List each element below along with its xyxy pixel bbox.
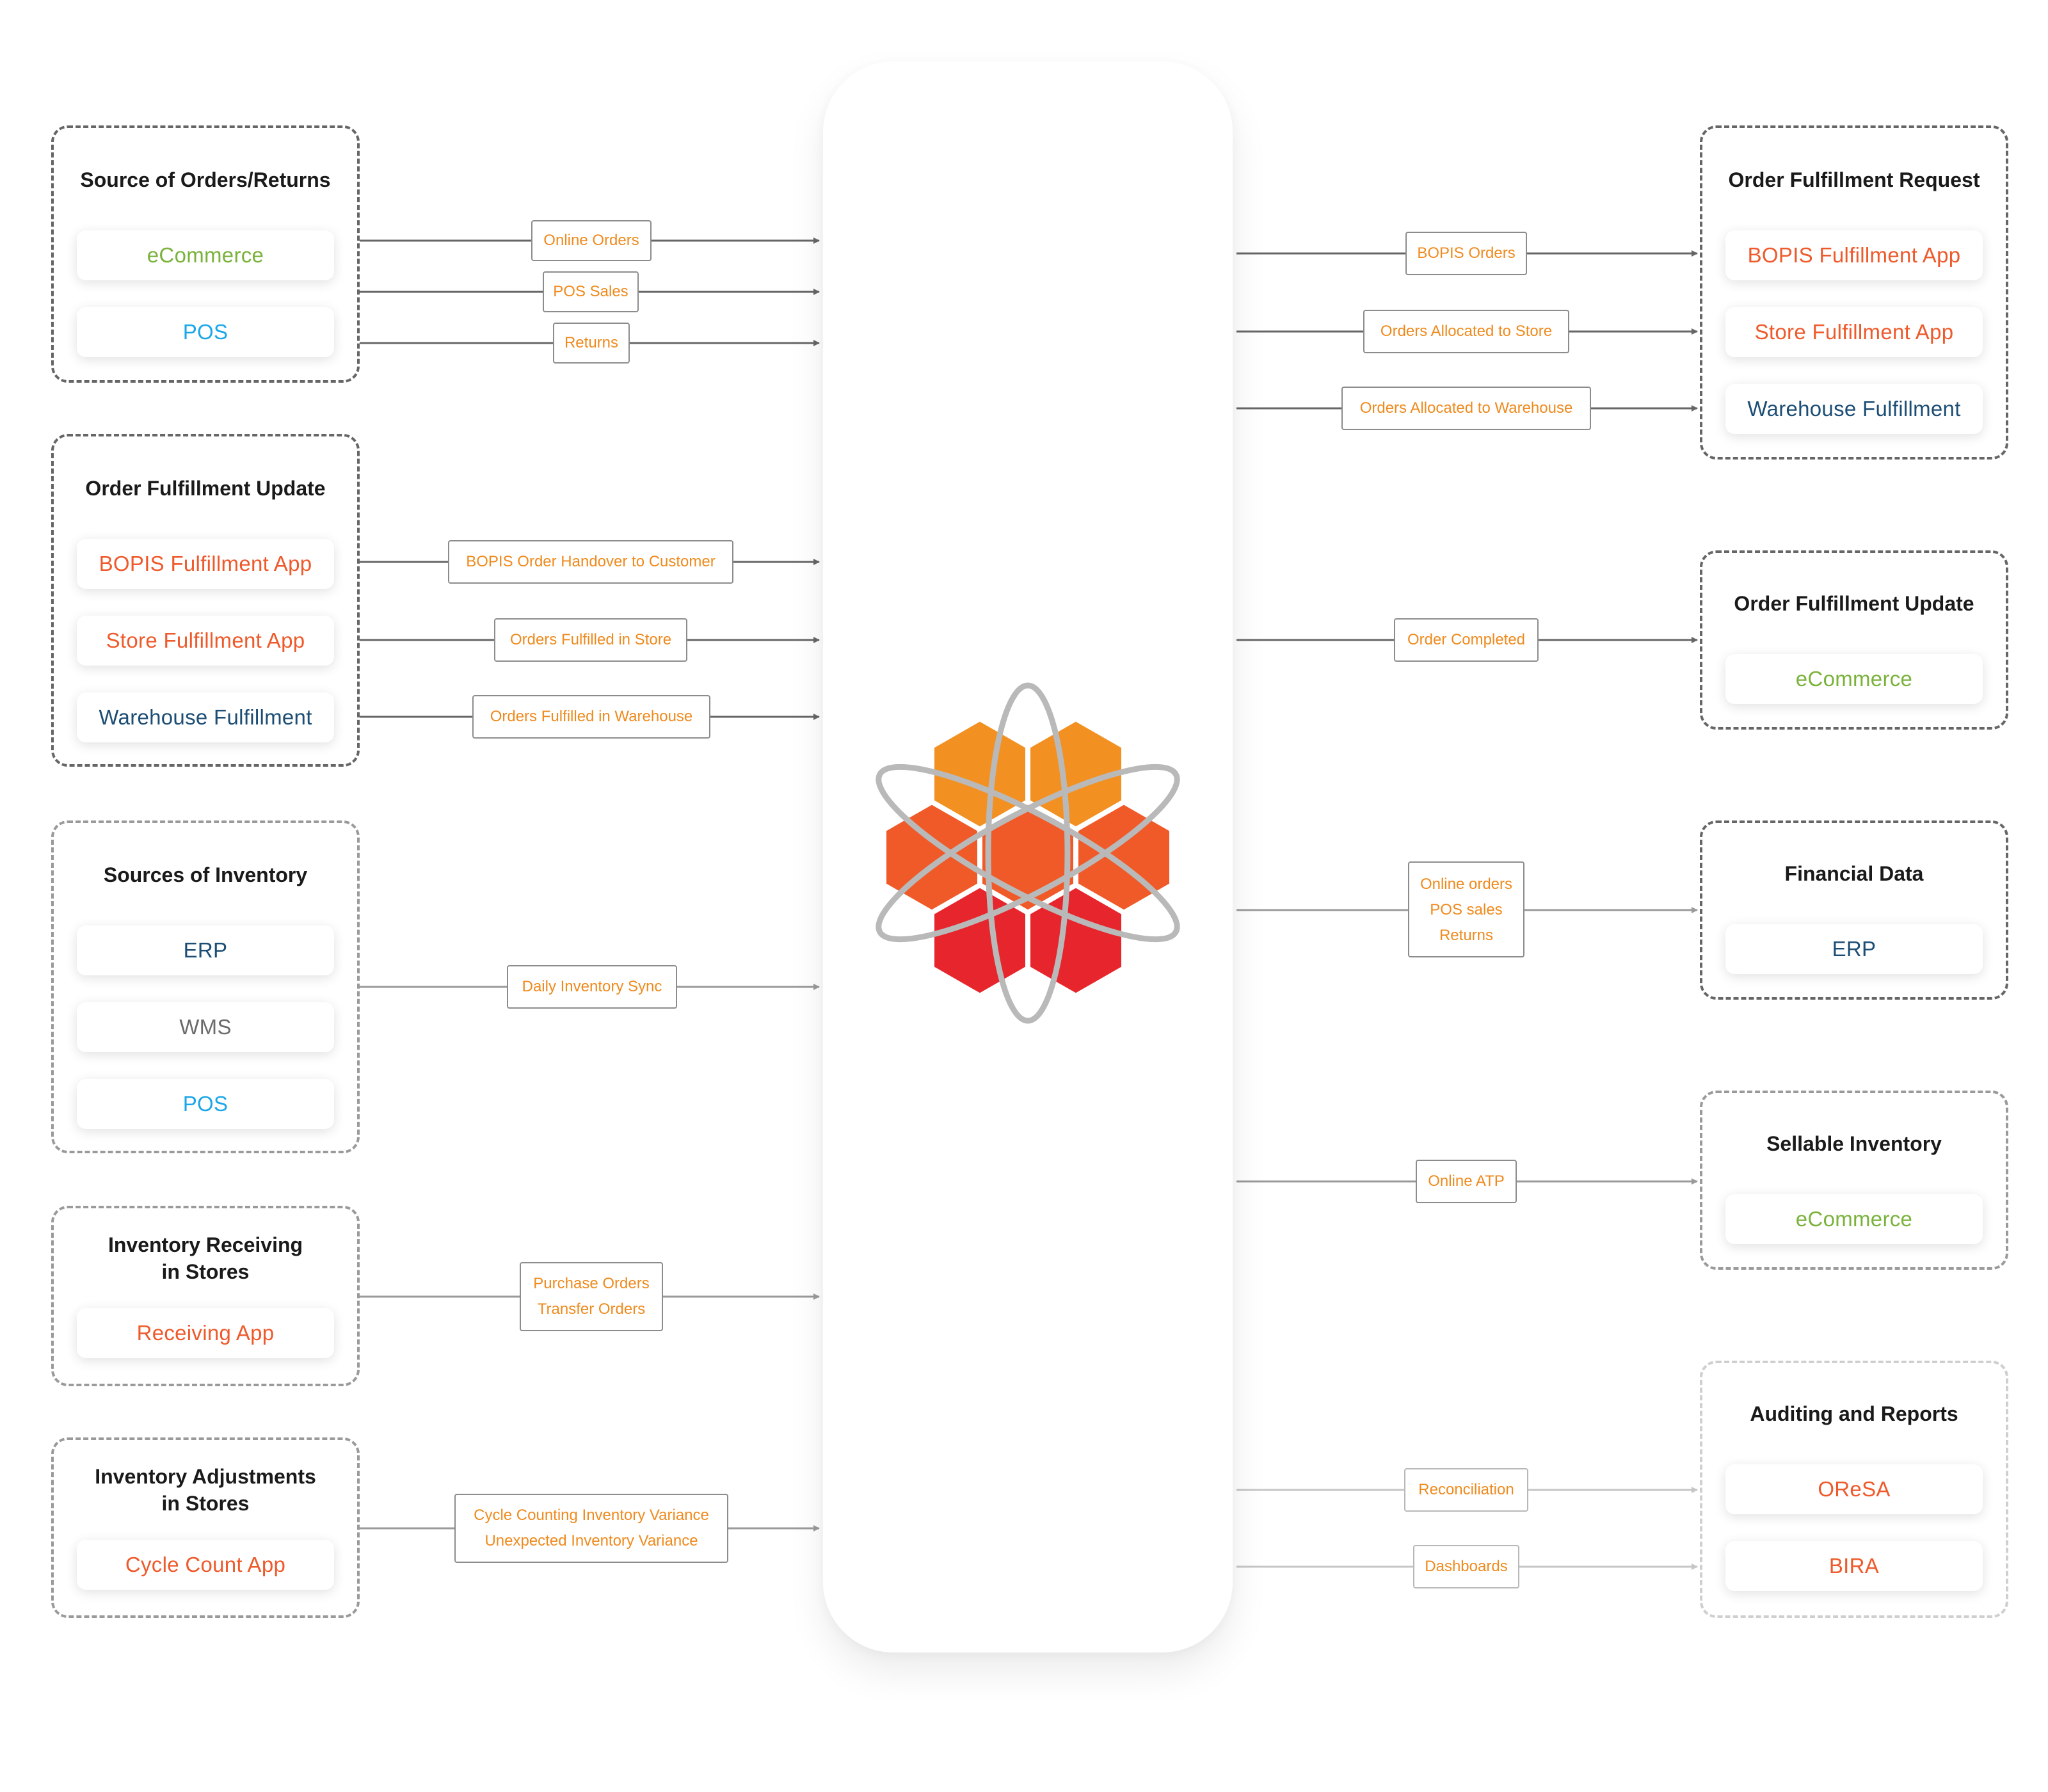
chip-bira[interactable]: BIRA bbox=[1725, 1541, 1983, 1591]
edge-label-line: BOPIS Orders bbox=[1417, 244, 1516, 262]
group-title: Inventory Adjustments in Stores bbox=[54, 1463, 357, 1517]
group-order-fulfillment-update-left: Order Fulfillment Update BOPIS Fulfillme… bbox=[51, 434, 360, 767]
hotwax-logo-icon bbox=[876, 682, 1180, 1024]
group-inventory-receiving: Inventory Receiving in Stores Receiving … bbox=[51, 1206, 360, 1386]
chip-wms[interactable]: WMS bbox=[77, 1002, 334, 1052]
edge-label-line: Orders Fulfilled in Store bbox=[509, 631, 672, 648]
chip-receiving-app[interactable]: Receiving App bbox=[77, 1308, 334, 1358]
edge-label-inventory-variance: Cycle Counting Inventory Variance Unexpe… bbox=[454, 1494, 728, 1563]
edge-label-line: Returns bbox=[564, 334, 619, 351]
chip-bopis-fulfillment-app[interactable]: BOPIS Fulfillment App bbox=[77, 539, 334, 589]
chip-pos[interactable]: POS bbox=[77, 307, 334, 357]
group-source-of-orders: Source of Orders/Returns eCommerce POS bbox=[51, 125, 360, 383]
edge-label-line: Orders Fulfilled in Warehouse bbox=[490, 708, 693, 725]
edge-label-line: Online ATP bbox=[1428, 1172, 1505, 1190]
edge-label-allocated-warehouse: Orders Allocated to Warehouse bbox=[1341, 387, 1591, 430]
group-title: Sources of Inventory bbox=[103, 863, 308, 886]
group-title-line: in Stores bbox=[161, 1260, 250, 1283]
group-title: Auditing and Reports bbox=[1750, 1402, 1958, 1425]
chip-store-fulfillment-app[interactable]: Store Fulfillment App bbox=[1725, 307, 1983, 357]
edge-label-line: POS sales bbox=[1430, 901, 1503, 918]
group-financial-data: Financial Data ERP bbox=[1700, 820, 2008, 1000]
orbit-tilted-b bbox=[876, 764, 1180, 943]
edge-label-line: Orders Allocated to Warehouse bbox=[1359, 399, 1573, 417]
edge-label-bopis-orders: BOPIS Orders bbox=[1405, 232, 1527, 275]
group-title: Order Fulfillment Request bbox=[1728, 168, 1980, 191]
group-title: Inventory Receiving in Stores bbox=[54, 1231, 357, 1285]
group-inventory-adjustments: Inventory Adjustments in Stores Cycle Co… bbox=[51, 1437, 360, 1618]
chip-ecommerce[interactable]: eCommerce bbox=[1725, 1194, 1983, 1244]
chip-cycle-count-app[interactable]: Cycle Count App bbox=[77, 1540, 334, 1590]
chip-warehouse-fulfillment[interactable]: Warehouse Fulfillment bbox=[1725, 384, 1983, 434]
group-order-fulfillment-request: Order Fulfillment Request BOPIS Fulfillm… bbox=[1700, 125, 2008, 460]
group-title: Financial Data bbox=[1784, 862, 1924, 885]
group-title: Order Fulfillment Update bbox=[85, 477, 326, 500]
group-title-line: Inventory Receiving bbox=[108, 1233, 303, 1256]
edge-label-line: Unexpected Inventory Variance bbox=[484, 1532, 698, 1549]
chip-oresa[interactable]: OReSA bbox=[1725, 1464, 1983, 1514]
chip-pos[interactable]: POS bbox=[77, 1079, 334, 1129]
edge-label-fulfilled-store: Orders Fulfilled in Store bbox=[494, 618, 687, 662]
chip-store-fulfillment-app[interactable]: Store Fulfillment App bbox=[77, 616, 334, 666]
hex-bottom-right bbox=[1025, 883, 1126, 998]
chip-warehouse-fulfillment[interactable]: Warehouse Fulfillment bbox=[77, 692, 334, 742]
edge-label-online-atp: Online ATP bbox=[1416, 1160, 1517, 1203]
group-title-line: in Stores bbox=[161, 1492, 250, 1515]
chip-erp[interactable]: ERP bbox=[77, 925, 334, 975]
edge-label-purchase-transfer: Purchase Orders Transfer Orders bbox=[520, 1262, 663, 1331]
chip-bopis-fulfillment-app[interactable]: BOPIS Fulfillment App bbox=[1725, 230, 1983, 280]
edge-label-line: Cycle Counting Inventory Variance bbox=[474, 1507, 709, 1524]
chip-erp[interactable]: ERP bbox=[1725, 924, 1983, 974]
chip-ecommerce[interactable]: eCommerce bbox=[77, 230, 334, 280]
edge-label-line: BOPIS Order Handover to Customer bbox=[466, 553, 716, 570]
edge-label-line: Purchase Orders bbox=[533, 1275, 650, 1292]
edge-label-line: Dashboards bbox=[1425, 1558, 1508, 1575]
edge-label-fulfilled-warehouse: Orders Fulfilled in Warehouse bbox=[472, 695, 710, 739]
edge-label-reconciliation: Reconciliation bbox=[1404, 1468, 1528, 1512]
edge-label-line: Reconciliation bbox=[1418, 1481, 1514, 1498]
edge-label-line: Online Orders bbox=[543, 232, 639, 249]
edge-label-allocated-store: Orders Allocated to Store bbox=[1363, 310, 1569, 353]
edge-label-inventory-sync: Daily Inventory Sync bbox=[507, 965, 677, 1009]
edge-label-returns: Returns bbox=[553, 323, 630, 364]
edge-label-line: Order Completed bbox=[1407, 631, 1526, 648]
edge-label-online-orders: Online Orders bbox=[531, 220, 652, 261]
edge-label-dashboards: Dashboards bbox=[1413, 1545, 1519, 1588]
edge-label-line: Returns bbox=[1439, 927, 1494, 944]
edge-label-line: Transfer Orders bbox=[537, 1300, 646, 1318]
group-title: Source of Orders/Returns bbox=[80, 168, 331, 191]
group-sources-of-inventory: Sources of Inventory ERP WMS POS bbox=[51, 820, 360, 1153]
edge-label-line: Orders Allocated to Store bbox=[1380, 323, 1553, 340]
edge-label-line: Daily Inventory Sync bbox=[522, 978, 662, 995]
chip-ecommerce[interactable]: eCommerce bbox=[1725, 654, 1983, 704]
edge-label-bopis-handover: BOPIS Order Handover to Customer bbox=[448, 540, 733, 584]
edge-label-line: Online orders bbox=[1420, 876, 1513, 893]
orbit-vertical bbox=[985, 682, 1071, 1024]
group-title: Order Fulfillment Update bbox=[1734, 592, 1974, 615]
edge-label-order-completed: Order Completed bbox=[1394, 618, 1539, 662]
edge-label-pos-sales: POS Sales bbox=[543, 271, 639, 312]
group-title-line: Inventory Adjustments bbox=[95, 1465, 316, 1488]
edge-label-financial: Online orders POS sales Returns bbox=[1408, 861, 1524, 957]
edge-label-line: POS Sales bbox=[553, 283, 628, 300]
orbit-tilted-a bbox=[876, 764, 1180, 943]
group-auditing-and-reports: Auditing and Reports OReSA BIRA bbox=[1700, 1361, 2008, 1618]
group-order-fulfillment-update-right: Order Fulfillment Update eCommerce bbox=[1700, 550, 2008, 730]
group-sellable-inventory: Sellable Inventory eCommerce bbox=[1700, 1091, 2008, 1270]
group-title: Sellable Inventory bbox=[1766, 1132, 1942, 1155]
